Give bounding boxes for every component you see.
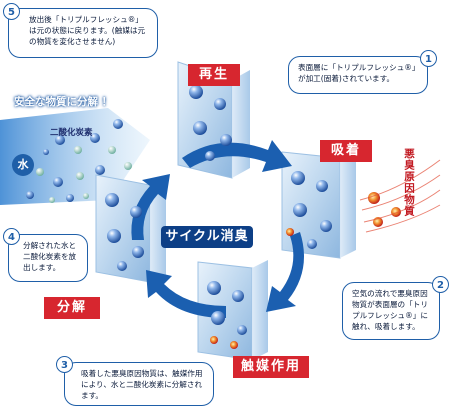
catalyst-molecule (117, 261, 127, 271)
callout-2-text: 空気の流れで悪臭原因物質が表面層の「トリプルフレッシュ®」に触れ、吸着します。 (352, 289, 428, 331)
catalyst-molecule (193, 121, 207, 135)
released-molecule (95, 165, 105, 175)
catalyst-molecule (232, 290, 244, 302)
released-molecule (90, 133, 100, 143)
released-molecule (66, 194, 74, 202)
released-molecule (76, 172, 84, 180)
callout-2: 空気の流れで悪臭原因物質が表面層の「トリプルフレッシュ®」に触れ、吸着します。 (342, 282, 440, 340)
callout-3: 吸着した悪臭原因物質は、触媒作用により、水と二酸化炭素に分解されます。 (64, 362, 214, 406)
catalyst-molecule (105, 193, 119, 207)
released-molecule (74, 146, 82, 154)
callout-3-number: 3 (56, 356, 73, 373)
catalyst-molecule (220, 134, 232, 146)
catalyst-molecule (307, 239, 317, 249)
catalyst-molecule (107, 229, 121, 243)
callout-1: 表面層に「トリプルフレッシュ®」が加工(固着)されています。 (288, 56, 428, 94)
callout-1-number: 1 (420, 50, 437, 67)
catalyst-molecule (207, 281, 221, 295)
catalyst-molecule (237, 325, 247, 335)
cycle-arrows (131, 140, 304, 318)
callout-4-number: 4 (3, 228, 20, 245)
safe-substance-title: 安全な物質に分解 ！ (14, 96, 113, 108)
released-molecule (26, 191, 34, 199)
catalyst-molecule (189, 85, 203, 99)
stage-label-regenerate: 再生 (188, 64, 240, 86)
callout-5-text: 放出後「トリプルフレッシュ®」は元の状態に戻ります。(触媒は元の物質を変化させま… (29, 15, 146, 46)
released-molecule (113, 119, 123, 129)
co2-label: 二酸化炭素 (50, 128, 93, 138)
catalyst-molecule (132, 246, 144, 258)
catalyst-molecule (291, 171, 305, 185)
released-molecule (55, 135, 65, 145)
released-molecule (83, 193, 89, 199)
released-molecule (36, 168, 44, 176)
catalyst-molecule (293, 203, 307, 217)
callout-3-text: 吸着した悪臭原因物質は、触媒作用により、水と二酸化炭素に分解されます。 (81, 369, 203, 400)
released-molecule (124, 162, 132, 170)
catalyst-molecule (130, 206, 142, 218)
callout-1-text: 表面層に「トリプルフレッシュ®」が加工(固着)されています。 (298, 63, 420, 83)
catalyst-molecules (105, 85, 332, 335)
released-molecule (43, 149, 49, 155)
catalyst-molecule (320, 220, 332, 232)
catalyst-molecule (214, 98, 226, 110)
released-molecules (26, 119, 132, 203)
callout-5: 放出後「トリプルフレッシュ®」は元の状態に戻ります。(触媒は元の物質を変化させま… (8, 8, 158, 58)
stage-label-adsorb: 吸着 (320, 140, 372, 162)
odor-particles (210, 192, 401, 349)
center-label: サイクル消臭 (161, 226, 253, 248)
callout-4-text: 分解された水と二酸化炭素を放出します。 (23, 241, 77, 272)
released-molecule (108, 146, 116, 154)
released-molecule (49, 197, 55, 203)
catalyst-molecule (205, 151, 215, 161)
stage-label-catalysis: 触媒作用 (233, 356, 309, 378)
callout-4: 分解された水と二酸化炭素を放出します。 (8, 234, 88, 282)
catalyst-molecule (211, 311, 225, 325)
released-molecule (53, 177, 63, 187)
stage-label-decompose: 分解 (44, 297, 100, 319)
callout-5-number: 5 (3, 3, 20, 20)
water-badge: 水 (12, 154, 34, 176)
odor-source-label: 悪臭原因物質 (403, 148, 415, 217)
callout-2-number: 2 (432, 276, 449, 293)
odor-flow-lines (359, 159, 441, 233)
catalyst-molecule (316, 180, 328, 192)
